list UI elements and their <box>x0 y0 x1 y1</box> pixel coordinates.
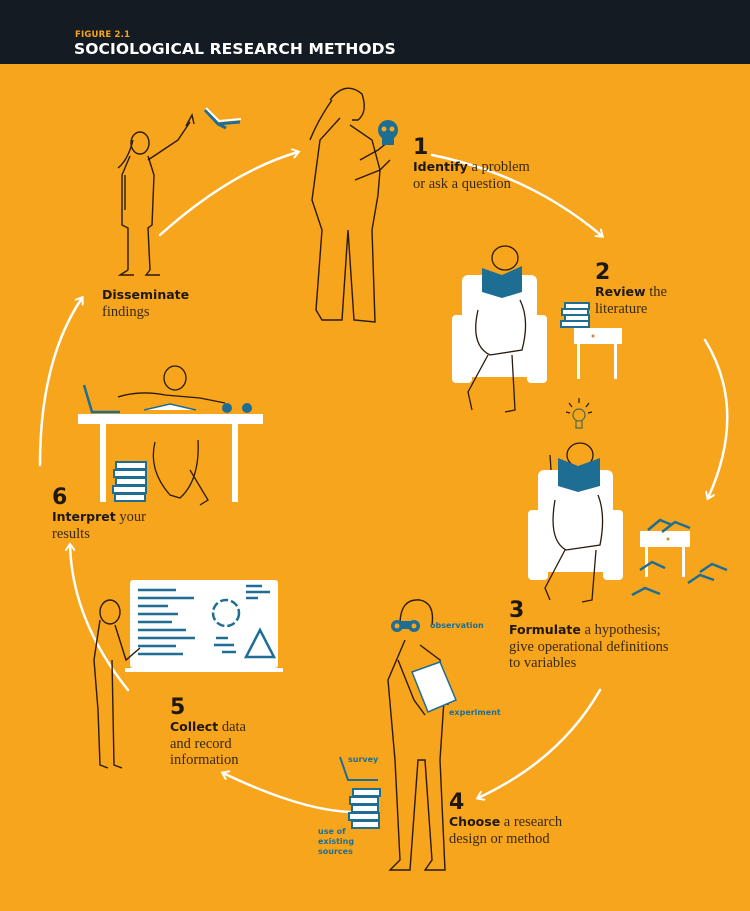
survey-books-icon <box>339 756 381 829</box>
book-stack-icon <box>560 302 590 328</box>
step-text: design or method <box>449 830 550 847</box>
identify-figure <box>309 87 391 323</box>
step-text: or ask a question <box>413 175 511 192</box>
step-text: results <box>52 525 90 542</box>
step-text: your <box>115 509 146 525</box>
tag-survey: survey <box>348 755 379 764</box>
arrow-4-to-5 <box>223 773 352 814</box>
step-1-identify: 1 Identify a problem or ask a question <box>413 137 530 192</box>
step-text: a hypothesis; <box>580 622 661 638</box>
step-number: 5 <box>170 695 186 720</box>
step-text: literature <box>595 300 648 317</box>
step-4-choose: 4 Choose a research design or method <box>449 792 562 847</box>
figure-title: SOCIOLOGICAL RESEARCH METHODS <box>74 40 396 58</box>
step-text: data <box>218 719 246 735</box>
tag-experiment: experiment <box>449 708 501 717</box>
figure-label: FIGURE 2.1 <box>75 30 131 40</box>
step-number: 6 <box>52 485 68 510</box>
step-2-review: 2 Review the literature <box>595 262 667 317</box>
tag-line: use of <box>318 827 346 836</box>
review-figure <box>452 245 622 413</box>
disseminate-figure <box>117 113 195 276</box>
flying-book-icon <box>203 108 241 130</box>
choose-figure <box>387 599 449 871</box>
step-number: 3 <box>509 598 525 623</box>
desk-book-stack-icon <box>112 461 147 502</box>
arrow-3-to-4 <box>478 688 602 798</box>
step-text: a research <box>500 814 563 830</box>
arrow-disseminate-to-1 <box>158 152 298 237</box>
tag-line: sources <box>318 847 353 856</box>
skull-icon <box>378 120 398 145</box>
figure-header: FIGURE 2.1 SOCIOLOGICAL RESEARCH METHODS <box>0 0 750 64</box>
binoculars-icon <box>391 620 420 632</box>
collect-figure <box>93 599 141 769</box>
step-text: and record <box>170 735 232 752</box>
step-keyword: Collect <box>170 719 219 734</box>
step-keyword: Choose <box>449 814 501 829</box>
step-number: 1 <box>413 135 429 160</box>
cycle-arrows <box>38 152 729 814</box>
arrow-6-to-disseminate <box>38 298 82 467</box>
arrow-2-to-3 <box>703 338 729 498</box>
step-keyword: Identify <box>413 159 468 174</box>
clipboard-icon <box>411 661 457 713</box>
formulate-figure <box>528 442 690 603</box>
step-text: findings <box>102 303 150 320</box>
step-text: give operational definitions <box>509 638 669 655</box>
step-text: a problem <box>467 159 530 175</box>
whiteboard-icon <box>125 580 283 672</box>
step-text: information <box>170 752 239 768</box>
step-6-interpret: 6 Interpret your results <box>52 487 146 542</box>
step-number: 2 <box>595 260 611 285</box>
step-3-formulate: 3 Formulate a hypothesis; give operation… <box>509 600 668 672</box>
arrow-1-to-2 <box>430 153 602 236</box>
interpret-figure <box>78 365 263 506</box>
scattered-books <box>631 518 728 597</box>
step-text: the <box>645 284 667 300</box>
step-number: 4 <box>449 790 465 815</box>
lightbulb-icon <box>565 398 593 429</box>
step-keyword: Interpret <box>52 509 116 524</box>
step-text: to variables <box>509 655 577 671</box>
step-keyword: Review <box>595 284 646 299</box>
tag-observation: observation <box>430 621 484 630</box>
tag-line: existing <box>318 837 355 846</box>
step-keyword: Disseminate <box>102 287 190 302</box>
step-5-collect: 5 Collect data and record information <box>170 697 246 769</box>
step-keyword: Formulate <box>509 622 581 637</box>
step-disseminate: Disseminate findings <box>102 287 189 320</box>
tag-existing-sources: use of existing sources <box>318 827 354 857</box>
arrow-5-to-6 <box>70 545 130 692</box>
